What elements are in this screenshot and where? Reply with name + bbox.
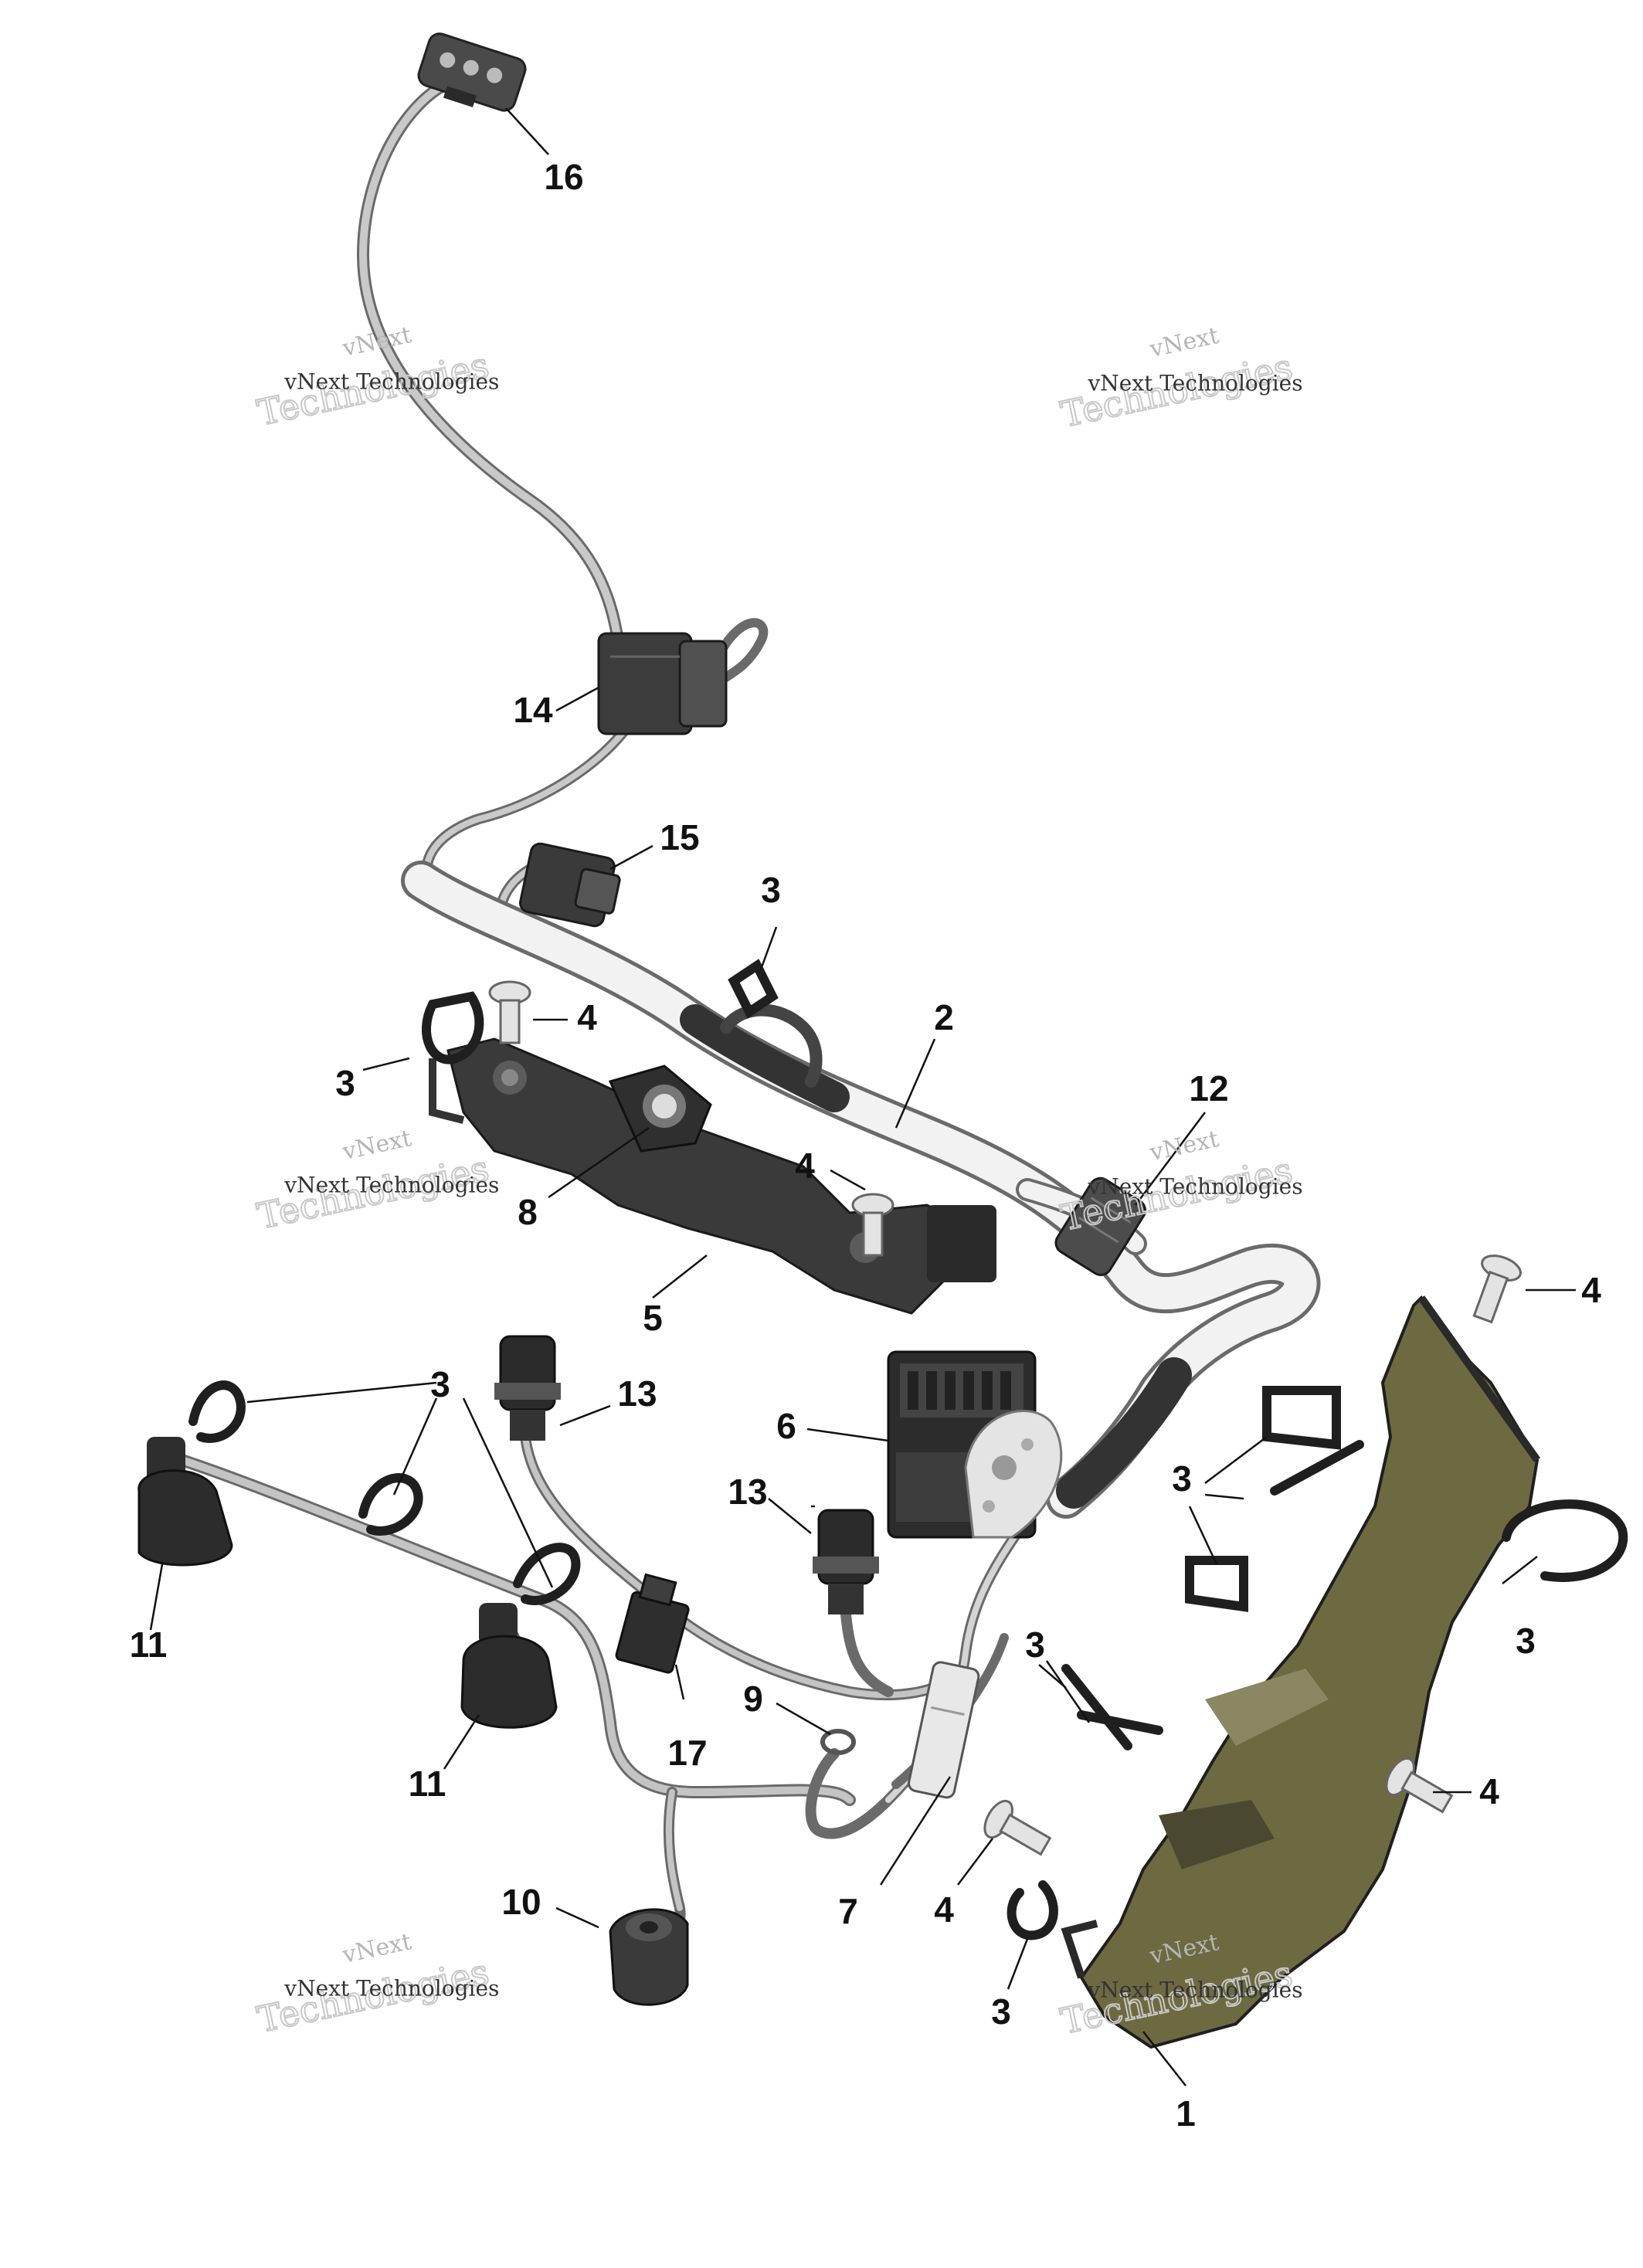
- ignition-coil-11b: [460, 1603, 558, 1729]
- callout-7: 7: [838, 1891, 858, 1931]
- sensor-connector-13a: [494, 1335, 561, 1441]
- callout-9: 9: [743, 1679, 763, 1719]
- callout-5: 5: [643, 1298, 663, 1338]
- callout-labels: 16 14 15 3 4 2 3 12 8 4 5 4 3 13 6 13 3 …: [130, 157, 1602, 2134]
- callout-3: 3: [335, 1063, 355, 1103]
- tie-3a: [422, 991, 484, 1064]
- callout-3: 3: [1516, 1621, 1536, 1661]
- callout-17: 17: [667, 1733, 707, 1773]
- bolt-4c: [1472, 1255, 1522, 1324]
- watermark-top-right: vNext Technologies vNext Technologies: [1057, 322, 1303, 436]
- bolt-4d: [1385, 1757, 1454, 1814]
- callout-15: 15: [660, 817, 699, 857]
- watermark-bottom-left: vNext Technologies vNext Technologies: [253, 1928, 499, 2041]
- callout-3: 3: [761, 870, 781, 910]
- grommet-8: [608, 1064, 712, 1153]
- svg-text:vNext: vNext: [1147, 322, 1221, 363]
- svg-text:vNext Technologies: vNext Technologies: [283, 368, 499, 394]
- callout-16: 16: [544, 157, 583, 197]
- tie-3c3: [513, 1543, 581, 1605]
- tie-3g: [1007, 1880, 1058, 1940]
- callout-14: 14: [513, 690, 553, 730]
- tie-3f1: [1061, 1664, 1132, 1750]
- callout-8: 8: [518, 1192, 538, 1232]
- connector-16: [417, 32, 527, 112]
- watermark-mid-right: vNext Technologies vNext Technologies: [1057, 1126, 1303, 1239]
- connector-12: [1054, 1176, 1147, 1276]
- tie-3f2: [1077, 1710, 1163, 1735]
- callout-4: 4: [795, 1146, 815, 1186]
- svg-text:vNext Technologies: vNext Technologies: [1087, 370, 1302, 396]
- bolts: [488, 980, 1522, 1856]
- svg-text:vNext: vNext: [340, 1928, 414, 1969]
- callout-3: 3: [1172, 1458, 1192, 1499]
- callout-3: 3: [430, 1364, 450, 1404]
- leader-lines: [149, 107, 1576, 2086]
- callout-1: 1: [1176, 2093, 1196, 2134]
- tie-3c1: [188, 1380, 246, 1443]
- callout-4: 4: [1479, 1771, 1499, 1811]
- connector-14: [597, 632, 728, 735]
- svg-text:vNext: vNext: [1147, 1126, 1221, 1166]
- bolt-4a: [488, 980, 531, 1044]
- ring-terminal-9: [820, 1729, 856, 1755]
- callout-4: 4: [934, 1889, 954, 1930]
- tie-3d1: [1262, 1386, 1341, 1450]
- callout-10: 10: [501, 1882, 541, 1922]
- connector-15: [519, 842, 621, 928]
- svg-text:vNext: vNext: [340, 1125, 414, 1166]
- sensor-connector-13b: [813, 1509, 879, 1614]
- tie-3d2: [1270, 1440, 1364, 1496]
- callout-4: 4: [577, 997, 597, 1037]
- main-harness: [401, 861, 1321, 1519]
- ignition-coil-11a: [137, 1437, 233, 1567]
- callout-2: 2: [934, 997, 954, 1037]
- callout-11: 11: [409, 1764, 446, 1804]
- harness-bracket-5: [429, 1037, 996, 1315]
- tie-3c2: [358, 1473, 423, 1536]
- svg-text:vNext Technologies: vNext Technologies: [1087, 1173, 1302, 1199]
- bolt-4b: [851, 1193, 894, 1257]
- svg-text:vNext Technologies: vNext Technologies: [283, 1172, 499, 1197]
- watermark-mid-left: vNext Technologies vNext Technologies: [253, 1125, 499, 1238]
- connector-17: [615, 1573, 690, 1674]
- tie-3b: [728, 959, 779, 1019]
- callout-13: 13: [617, 1373, 657, 1414]
- ecu-bracket-1: [1061, 1295, 1541, 2049]
- connector-10: [609, 1908, 689, 2006]
- callout-3: 3: [1025, 1625, 1045, 1665]
- callout-11: 11: [130, 1625, 168, 1665]
- fuse-holder-7: [908, 1661, 980, 1799]
- svg-text:vNext Technologies: vNext Technologies: [1087, 1977, 1302, 2002]
- cables: [164, 79, 1040, 1952]
- bolt-4e: [983, 1799, 1052, 1856]
- callout-4: 4: [1581, 1270, 1601, 1310]
- tie-3e: [1502, 1499, 1628, 1582]
- svg-text:vNext Technologies: vNext Technologies: [283, 1975, 499, 2001]
- callout-13: 13: [728, 1472, 767, 1512]
- tie-3d3: [1185, 1556, 1248, 1612]
- callout-12: 12: [1189, 1068, 1228, 1109]
- ecu-6: [887, 1350, 1063, 1539]
- cable-ties: [188, 959, 1628, 1940]
- svg-text:vNext: vNext: [340, 321, 414, 362]
- callout-3: 3: [991, 1991, 1011, 2032]
- callout-6: 6: [776, 1406, 796, 1446]
